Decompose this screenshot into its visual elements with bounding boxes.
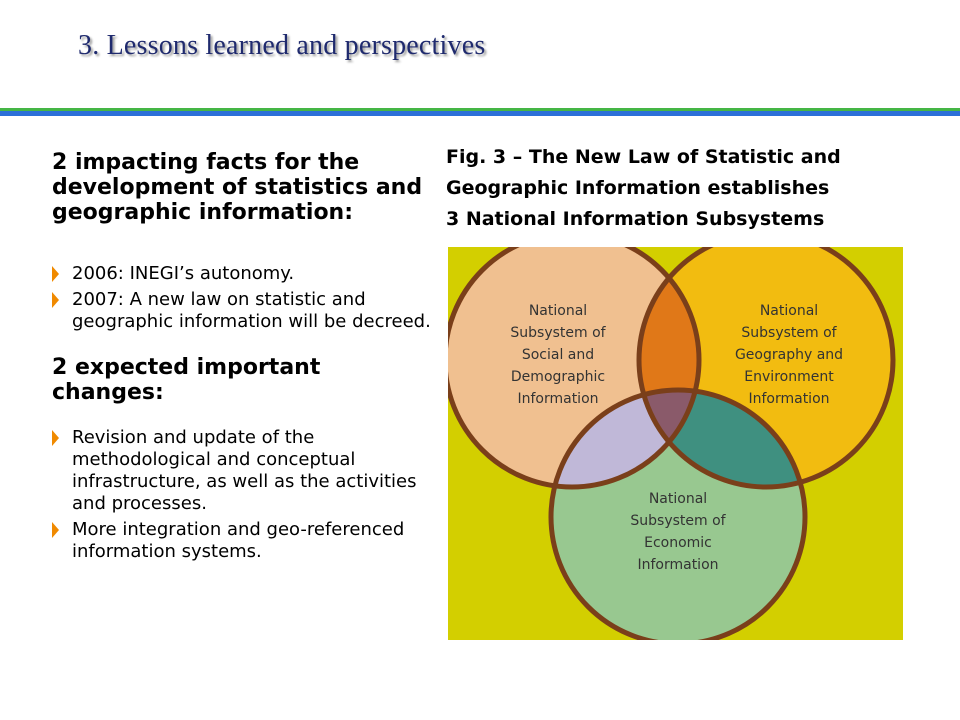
venn-diagram: National Subsystem of Social and Demogra… [448, 247, 903, 640]
geography-outline [636, 247, 896, 490]
left-text-column: 2 impacting facts for the development of… [52, 150, 432, 563]
social-label-line: Demographic [511, 369, 605, 385]
caption-line: Fig. 3 – The New Law of Statistic and [446, 146, 841, 168]
economic-label-line: Information [637, 557, 718, 573]
change-text: Revision and update of the methodologica… [72, 427, 417, 514]
bullet-icon [52, 522, 59, 538]
bullet-icon [52, 430, 59, 446]
geography-label-line: National [760, 303, 818, 319]
changes-list: Revision and update of the methodologica… [52, 427, 432, 563]
economic-label-line: Economic [644, 535, 712, 551]
facts-heading: 2 impacting facts for the development of… [52, 150, 423, 225]
changes-heading: 2 expected important changes: [52, 355, 321, 405]
figure-caption: Fig. 3 – The New Law of Statistic and Ge… [446, 142, 956, 235]
geography-label-line: Environment [744, 369, 834, 385]
change-item: More integration and geo-referenced info… [52, 519, 432, 563]
caption-line: 3 National Information Subsystems [446, 208, 825, 230]
economic-label-line: Subsystem of [630, 513, 726, 529]
fact-text: 2006: INEGI’s autonomy. [72, 263, 295, 284]
fact-item: 2007: A new law on statistic and geograp… [52, 289, 432, 333]
caption-line: Geographic Information establishes [446, 177, 830, 199]
social-label-line: Information [517, 391, 598, 407]
social-label-line: Subsystem of [510, 325, 606, 341]
economic-label-line: National [649, 491, 707, 507]
geography-label-line: Geography and [735, 347, 843, 363]
bullet-icon [52, 266, 59, 282]
geography-label-line: Subsystem of [741, 325, 837, 341]
change-item: Revision and update of the methodologica… [52, 427, 432, 515]
fact-item: 2006: INEGI’s autonomy. [52, 263, 432, 285]
social-outline [448, 247, 702, 490]
social-label-line: National [529, 303, 587, 319]
change-text: More integration and geo-referenced info… [72, 519, 405, 562]
social-economic-overlap [551, 390, 699, 487]
header-divider-green [0, 108, 960, 111]
economic-outline [548, 387, 808, 640]
facts-list: 2006: INEGI’s autonomy. 2007: A new law … [52, 263, 432, 333]
geography-label-line: Information [748, 391, 829, 407]
social-label-line: Social and [522, 347, 594, 363]
geography-economic-overlap [639, 390, 805, 487]
slide-title: 3. Lessons learned and perspectives [78, 30, 486, 61]
bullet-icon [52, 292, 59, 308]
header-divider-blue [0, 111, 960, 116]
fact-text: 2007: A new law on statistic and geograp… [72, 289, 431, 332]
